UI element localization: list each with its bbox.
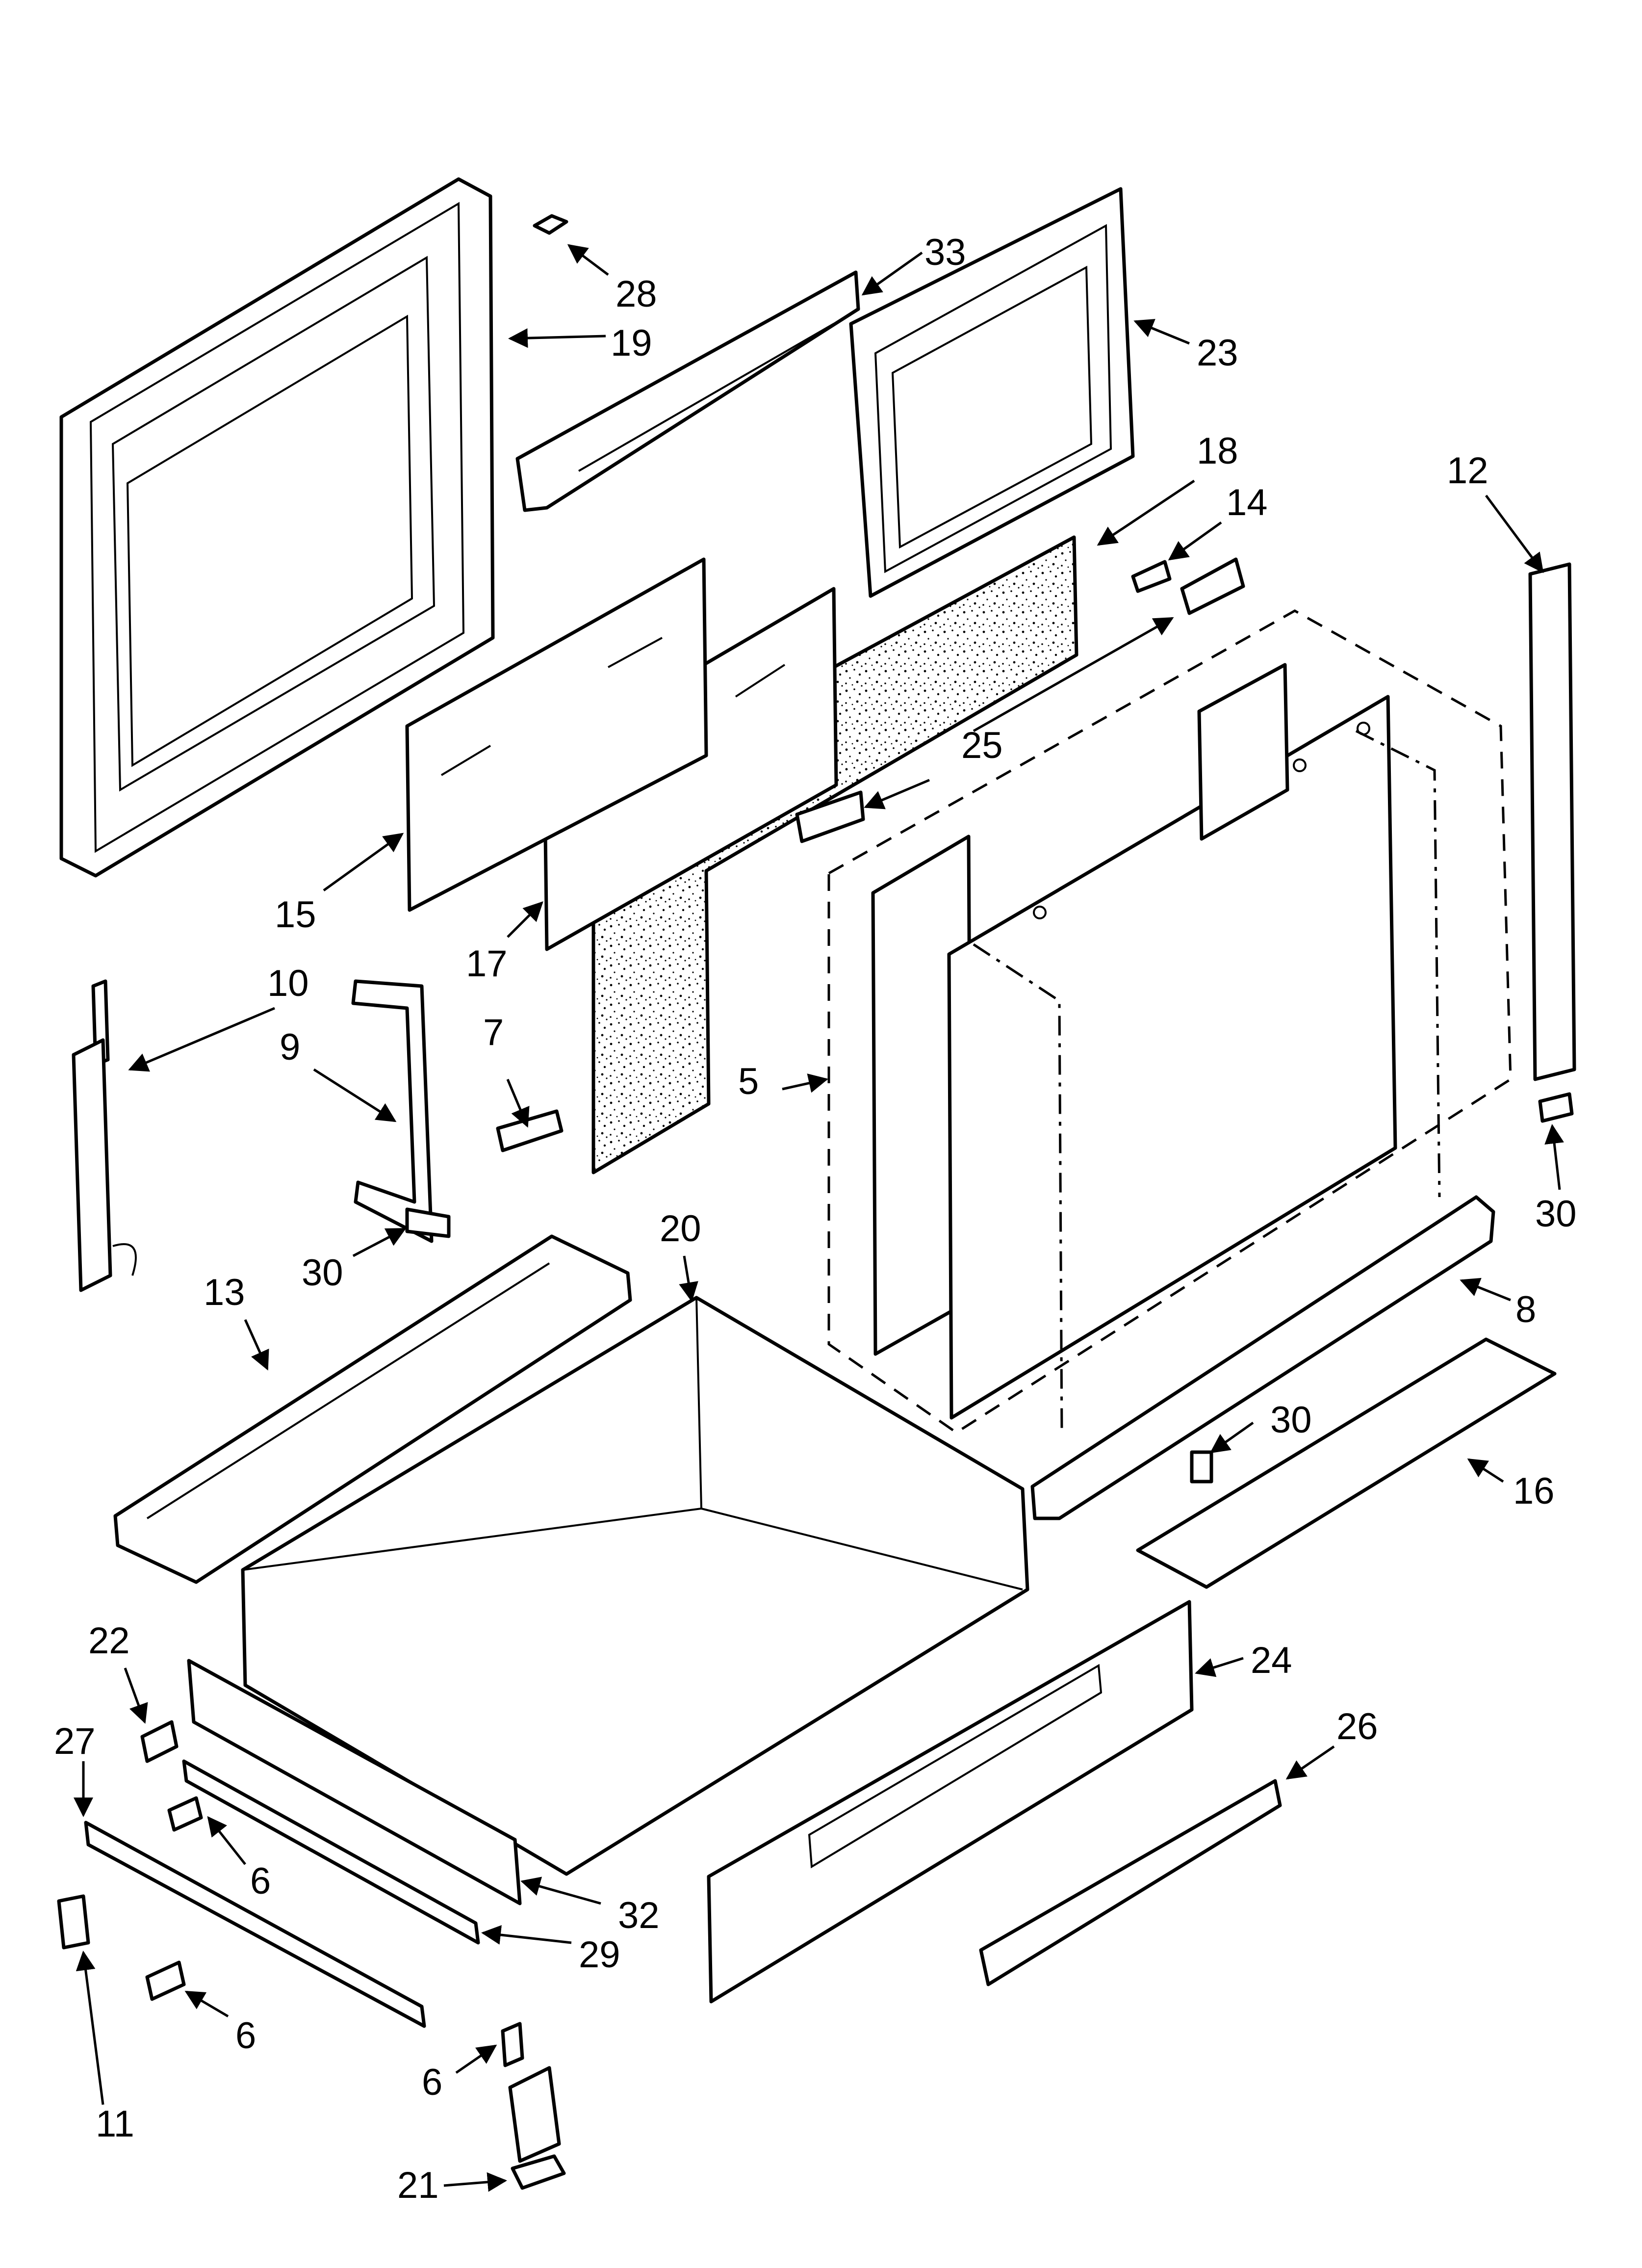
screw-6c: [501, 2022, 524, 2067]
callout-12: 12: [1447, 450, 1488, 492]
callout-20: 20: [660, 1208, 701, 1250]
door-liner-frame: [849, 187, 1135, 598]
callout-27: 27: [54, 1721, 96, 1762]
callout-32: 32: [618, 1895, 660, 1936]
drawer-front-panel: [707, 1600, 1194, 2004]
side-trim: [1528, 562, 1576, 1081]
callout-16: 16: [1513, 1470, 1555, 1512]
vent-baffle: [515, 270, 860, 512]
callout-7: 7: [483, 1012, 504, 1053]
callout-10: 10: [267, 963, 309, 1004]
callout-8: 8: [1515, 1289, 1536, 1330]
callout-30-right: 30: [1535, 1193, 1577, 1235]
leader-lines: [74, 244, 1564, 2192]
callout-23: 23: [1197, 332, 1238, 374]
door-clip: [533, 214, 568, 235]
callout-22: 22: [88, 1620, 130, 1662]
drawer-body: [241, 1296, 1029, 1876]
callout-21: 21: [397, 2164, 439, 2206]
door-hinge: [72, 979, 137, 1292]
leveling-leg: [508, 2066, 566, 2190]
callout-labels: 28 33 19 23 18 14 12 25 15 17 10 9 7 5 3…: [54, 232, 1577, 2206]
handle-bracket: [351, 979, 434, 1243]
callout-26: 26: [1336, 1706, 1378, 1747]
screw-6b: [145, 1960, 186, 2001]
door-stop-pad: [496, 1109, 564, 1152]
door-trim-bar: [1030, 1195, 1495, 1520]
callout-14: 14: [1226, 482, 1268, 523]
screw-30c: [1190, 1450, 1213, 1484]
drawer-slide-right: [182, 1759, 480, 1945]
outer-door-glass: [405, 557, 708, 912]
callout-24: 24: [1251, 1640, 1292, 1681]
fastener-22: [140, 1720, 179, 1763]
callout-6-upper: 6: [250, 1860, 271, 1902]
hinge-screw-14: [1131, 560, 1172, 593]
hinge-bracket-lower: [795, 790, 865, 843]
callout-25: 25: [961, 725, 1003, 766]
callout-30-left: 30: [302, 1252, 343, 1294]
drawer-handle: [979, 1779, 1282, 1986]
callout-6-lower: 6: [235, 2015, 256, 2057]
callout-11: 11: [96, 2103, 134, 2145]
callout-13: 13: [204, 1272, 245, 1313]
outer-door-assembly: [827, 609, 1512, 1434]
callout-5: 5: [738, 1061, 759, 1102]
door-inner-panel: [59, 177, 495, 878]
callout-17: 17: [466, 943, 508, 985]
callout-9: 9: [280, 1026, 300, 1068]
callout-19: 19: [611, 322, 652, 364]
callout-15: 15: [275, 894, 316, 936]
kick-plate: [1136, 1337, 1557, 1589]
leveler: [57, 1894, 90, 1950]
drawer-tray: [113, 1234, 632, 1584]
callout-28: 28: [616, 273, 657, 315]
callout-33: 33: [924, 232, 966, 273]
hinge-bracket-upper: [1180, 557, 1245, 615]
callout-6-leg: 6: [422, 2061, 442, 2103]
callout-18: 18: [1197, 430, 1238, 472]
drawer-front-rail: [187, 1659, 522, 1905]
callout-30-center: 30: [1270, 1399, 1312, 1441]
screw-30a: [405, 1207, 451, 1238]
callout-29: 29: [579, 1934, 620, 1976]
screw-30b: [1538, 1092, 1574, 1123]
drawer-slide-left: [84, 1821, 426, 2028]
door-insulation: [591, 535, 1078, 1174]
screw-6a: [167, 1796, 203, 1832]
